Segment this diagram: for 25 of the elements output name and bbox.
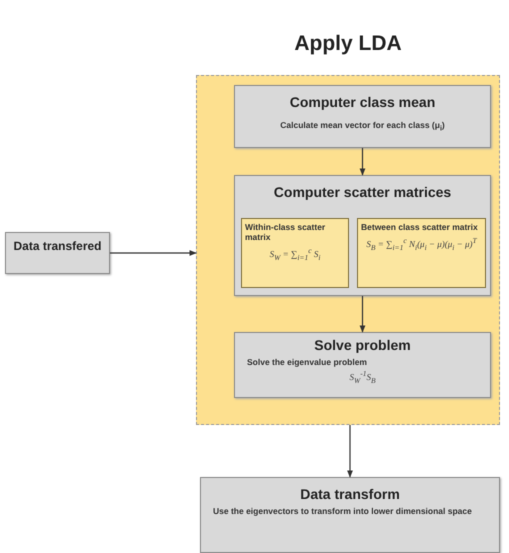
group-title: Apply LDA bbox=[293, 31, 403, 56]
box-heading: Between class scatter matrix bbox=[360, 221, 479, 232]
formula: S$_{W}$ = ∑$_{i=1}$$^{c}$ S$_{i}$ bbox=[268, 246, 322, 262]
arrow bbox=[360, 296, 366, 333]
description: Calculate mean vector for each class (μ$_{i}$) bbox=[279, 119, 446, 133]
process-box bbox=[5, 232, 110, 274]
arrow bbox=[347, 425, 353, 478]
formula: S$_{W}$$^{-1}$S$_{B}$ bbox=[348, 369, 377, 385]
arrow bbox=[110, 250, 197, 256]
process-box bbox=[234, 175, 491, 296]
box-heading: Computer scatter matrices bbox=[272, 183, 452, 200]
box-heading: Data transform bbox=[299, 485, 401, 502]
formula: S$_{B}$ = ∑$_{i=1}$$^{c}$ N$_{i}$(μ$_{i}$ − μ)(μ$_{i}$ − μ)$^{T}$ bbox=[365, 236, 478, 252]
sub-step-box bbox=[357, 218, 486, 288]
box-heading: Data transfered bbox=[12, 238, 103, 253]
process-box bbox=[200, 477, 500, 553]
box-heading: Solve problem bbox=[313, 336, 412, 353]
process-box bbox=[234, 85, 491, 148]
description: Use the eigenvectors to transform into lower dimensional space bbox=[212, 505, 473, 516]
arrow bbox=[360, 148, 366, 176]
box-heading: Computer class mean bbox=[288, 93, 436, 110]
process-box bbox=[234, 332, 491, 398]
sub-step-box bbox=[241, 218, 349, 288]
box-heading: Within-class scatter matrix bbox=[244, 221, 326, 242]
description: Solve the eigenvalue problem bbox=[246, 356, 368, 367]
